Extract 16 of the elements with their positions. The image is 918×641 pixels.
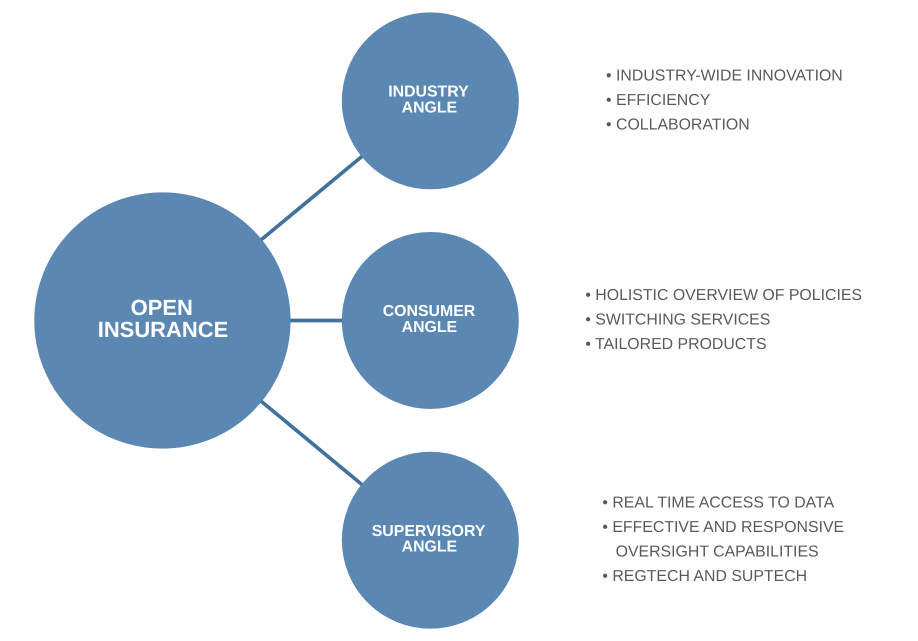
node-label: • SWITCHING SERVICES	[585, 312, 770, 329]
node-circle: OPEN INSURANCE	[34, 192, 291, 449]
node-label: • INDUSTRY-WIDE INNOVATION	[606, 68, 843, 85]
node-label: • TAILORED PRODUCTS	[585, 336, 767, 354]
node-circle: SUPERVISORY ANGLE	[342, 452, 519, 629]
node-label: • COLLABORATION	[606, 116, 750, 134]
connector	[260, 400, 363, 486]
node-label: • REAL TIME ACCESS TO DATA	[602, 494, 834, 512]
node-label: • EFFECTIVE AND RESPONSIVE OVERSIGHT CAPABILITIES	[602, 519, 844, 561]
node-label: • REGTECH AND SUPTECH	[602, 568, 808, 585]
node-label: • HOLISTIC OVERVIEW OF POLICIES	[585, 287, 862, 304]
node-label: • EFFICIENCY	[606, 92, 710, 109]
node-circle: CONSUMER ANGLE	[342, 232, 519, 409]
node-circle: INDUSTRY ANGLE	[342, 12, 519, 190]
connector	[290, 318, 342, 322]
connector	[260, 155, 363, 242]
